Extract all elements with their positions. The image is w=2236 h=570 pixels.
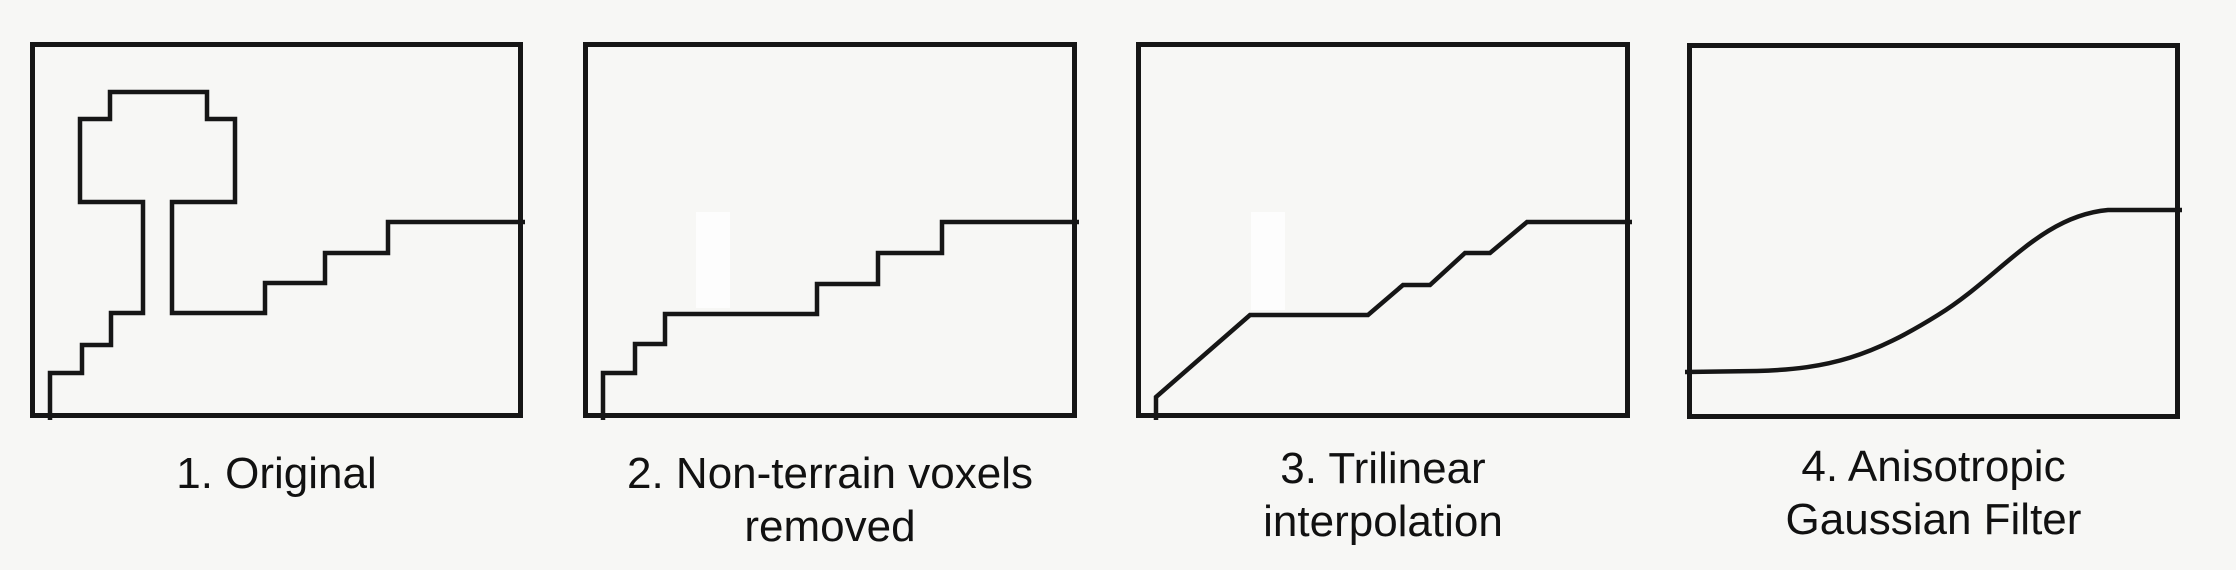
panel-1-caption: 1. Original — [30, 447, 523, 500]
panel-2-caption: 2. Non-terrain voxels removed — [583, 447, 1077, 553]
caption-line: 1. Original — [176, 449, 377, 498]
terrain-stairs-polyline — [600, 219, 1079, 420]
panel-3-drawing — [1136, 42, 1632, 420]
caption-line: 3. Trilinear — [1280, 444, 1486, 493]
panel-4-caption: 4. Anisotropic Gaussian Filter — [1687, 440, 2180, 546]
caption-line: Gaussian Filter — [1785, 495, 2082, 544]
panel-1-drawing — [30, 42, 525, 420]
interpolated-terrain-polyline — [1153, 219, 1632, 420]
panel-2-frame — [583, 42, 1077, 418]
removed-tree-ghost — [696, 212, 730, 308]
panel-1-frame — [30, 42, 523, 418]
panel-3-frame — [1136, 42, 1630, 418]
panel-3-caption: 3. Trilinear interpolation — [1136, 442, 1630, 548]
caption-line: removed — [744, 502, 916, 551]
panel-4-frame — [1687, 43, 2180, 419]
caption-line: interpolation — [1263, 497, 1503, 546]
caption-line: 2. Non-terrain voxels — [627, 449, 1033, 498]
terrain-with-tree-polyline — [47, 89, 525, 420]
removed-tree-ghost — [1251, 212, 1285, 310]
smoothed-terrain-curve-path — [1684, 207, 2182, 375]
panel-2-drawing — [583, 42, 1079, 420]
panel-4-drawing — [1684, 43, 2182, 419]
caption-line: 4. Anisotropic — [1801, 442, 2066, 491]
